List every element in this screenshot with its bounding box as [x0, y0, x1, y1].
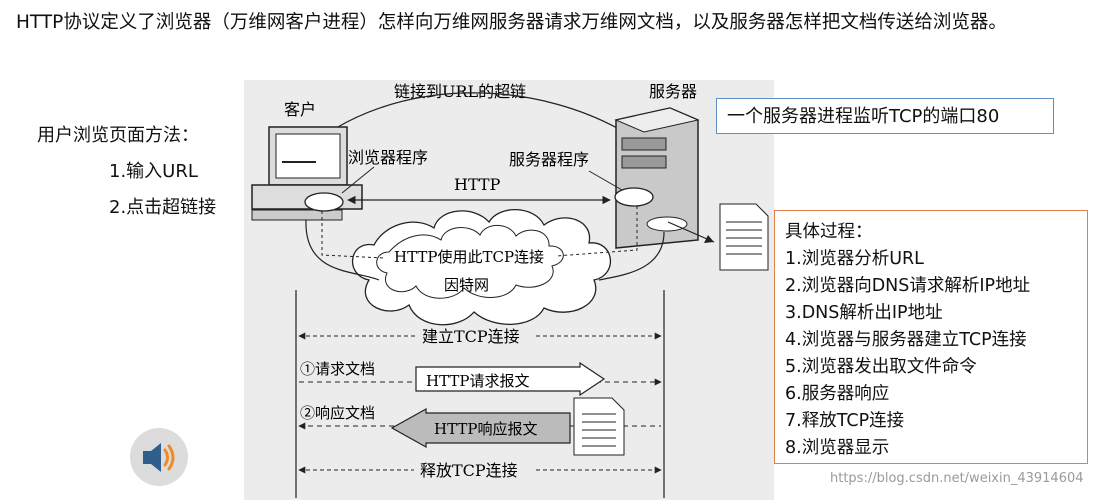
establish-label: 建立TCP连接	[422, 327, 520, 346]
listen-note: 一个服务器进程监听TCP的端口80	[716, 98, 1054, 134]
client-label: 客户	[284, 100, 316, 119]
process-step: 4.浏览器与服务器建立TCP连接	[785, 330, 1027, 350]
process-step: 6.服务器响应	[785, 384, 890, 404]
served-document	[668, 203, 769, 271]
method-item: 1.输入URL	[109, 161, 198, 182]
server-pointer	[588, 170, 623, 191]
process-step: 2.浏览器向DNS请求解析IP地址	[785, 276, 1031, 296]
response-step: ②响应文档	[300, 404, 375, 422]
method-item: 2.点击超链接	[109, 197, 217, 218]
server-program-label: 服务器程序	[509, 150, 589, 169]
process-box: 具体过程： 1.浏览器分析URL 2.浏览器向DNS请求解析IP地址 3.DNS…	[774, 210, 1088, 464]
speaker-button[interactable]	[130, 428, 188, 486]
request-message-arrow	[415, 361, 606, 397]
process-step: 1.浏览器分析URL	[785, 249, 924, 269]
serve-arrowhead	[704, 235, 714, 243]
methods-title: 用户浏览页面方法：	[37, 125, 199, 146]
disk-icon	[646, 216, 688, 232]
server-label: 服务器	[649, 82, 697, 101]
server-process	[614, 187, 654, 207]
response-msg: HTTP响应报文	[434, 420, 537, 438]
connection-label: HTTP使用此TCP连接	[394, 248, 544, 266]
diagram-canvas: 客户 服务器 链接到URL的超链 浏览器程序 服务器程序 HTTP	[244, 80, 774, 500]
watermark: https://blog.csdn.net/weixin_43914604	[830, 471, 1084, 486]
document-icon	[719, 203, 769, 271]
process-step: 5.浏览器发出取文件命令	[785, 357, 977, 377]
http-label: HTTP	[454, 175, 501, 194]
browse-methods: 用户浏览页面方法： 1.输入URL 2.点击超链接	[37, 118, 216, 226]
cloud-icon	[352, 209, 611, 326]
tcp-conn-left	[321, 211, 385, 259]
process-step: 8.浏览器显示	[785, 438, 890, 458]
request-msg: HTTP请求报文	[426, 372, 529, 390]
browser-label: 浏览器程序	[348, 148, 428, 167]
server-link	[598, 231, 665, 281]
process-step: 7.释放TCP连接	[785, 411, 905, 431]
request-step: ①请求文档	[300, 360, 375, 378]
hyperlink-arrow	[298, 92, 635, 156]
process-title: 具体过程：	[785, 222, 873, 242]
browser-pointer	[341, 166, 375, 194]
speaker-icon	[143, 443, 175, 472]
computer-icon	[251, 126, 363, 221]
release-label: 释放TCP连接	[420, 461, 518, 480]
browser-process	[304, 192, 344, 212]
client-link	[305, 219, 380, 281]
process-step: 3.DNS解析出IP地址	[785, 303, 943, 323]
internet-label: 因特网	[444, 276, 489, 294]
tcp-conn-right	[555, 206, 638, 257]
intro-text: HTTP协议定义了浏览器（万维网客户进程）怎样向万维网服务器请求万维网文档，以及…	[16, 12, 1007, 33]
response-message-arrow	[390, 407, 571, 449]
document-icon	[573, 397, 625, 456]
http-diagram: 客户 服务器 链接到URL的超链 浏览器程序 服务器程序 HTTP	[251, 82, 700, 498]
